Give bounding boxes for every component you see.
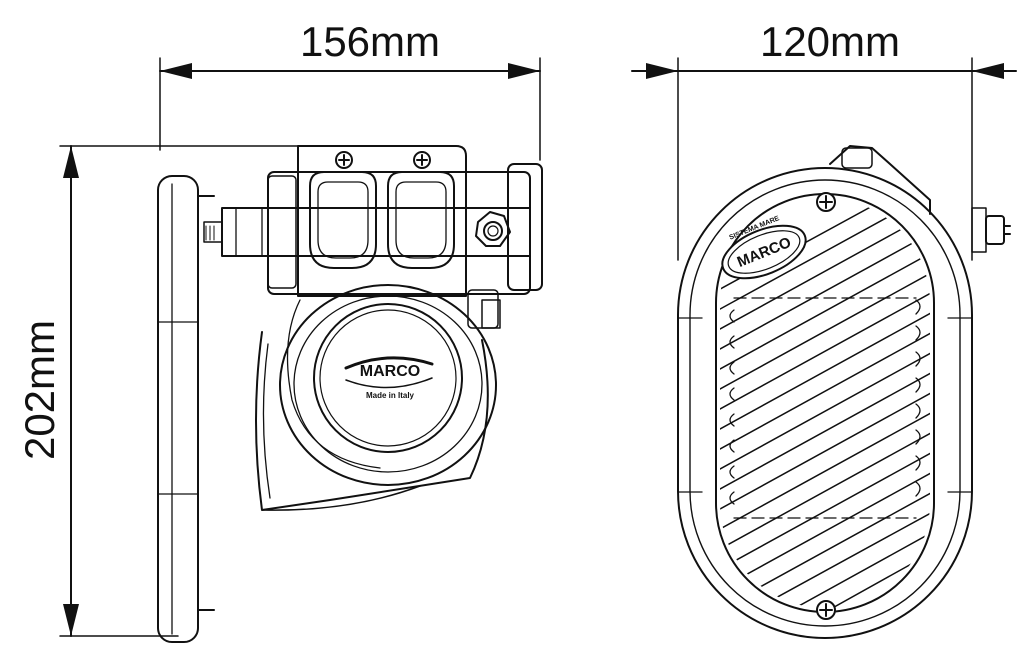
side-logo: MARCO — [360, 363, 420, 380]
side-view-horn: MARCO Made in Italy — [157, 145, 543, 643]
front-logo-badge: MARCO SISTEMA MARE — [721, 215, 807, 280]
horn-spiral — [279, 284, 497, 486]
arrowhead-down — [63, 604, 79, 636]
housing-body — [267, 171, 531, 295]
arrowhead-up — [63, 146, 79, 178]
arrowhead-left — [646, 63, 678, 79]
dimension-label-202: 202mm — [16, 320, 63, 460]
mounting-plate — [157, 175, 199, 643]
terminal-block — [297, 145, 467, 297]
arrowhead-right — [972, 63, 1004, 79]
screw-icon — [335, 151, 353, 169]
horn-outer-shell — [677, 167, 973, 639]
nut-icon — [475, 211, 511, 247]
arrowhead-left — [160, 63, 192, 79]
made-in-label: Made in Italy — [366, 391, 415, 400]
arrowhead-right — [508, 63, 540, 79]
dimension-height: 202mm — [16, 145, 321, 637]
dimension-width-side: 156mm — [159, 18, 541, 161]
screw-icon — [413, 151, 431, 169]
grille-slats — [720, 198, 930, 608]
horn-face — [313, 303, 463, 453]
dimension-width-front: 120mm — [631, 18, 1017, 261]
dimension-label-156: 156mm — [300, 18, 440, 65]
connector-cable — [829, 145, 931, 215]
mounting-bar — [221, 207, 531, 257]
dimension-label-120: 120mm — [760, 18, 900, 65]
front-view-horn: MARCO SISTEMA MARE — [677, 145, 1011, 639]
